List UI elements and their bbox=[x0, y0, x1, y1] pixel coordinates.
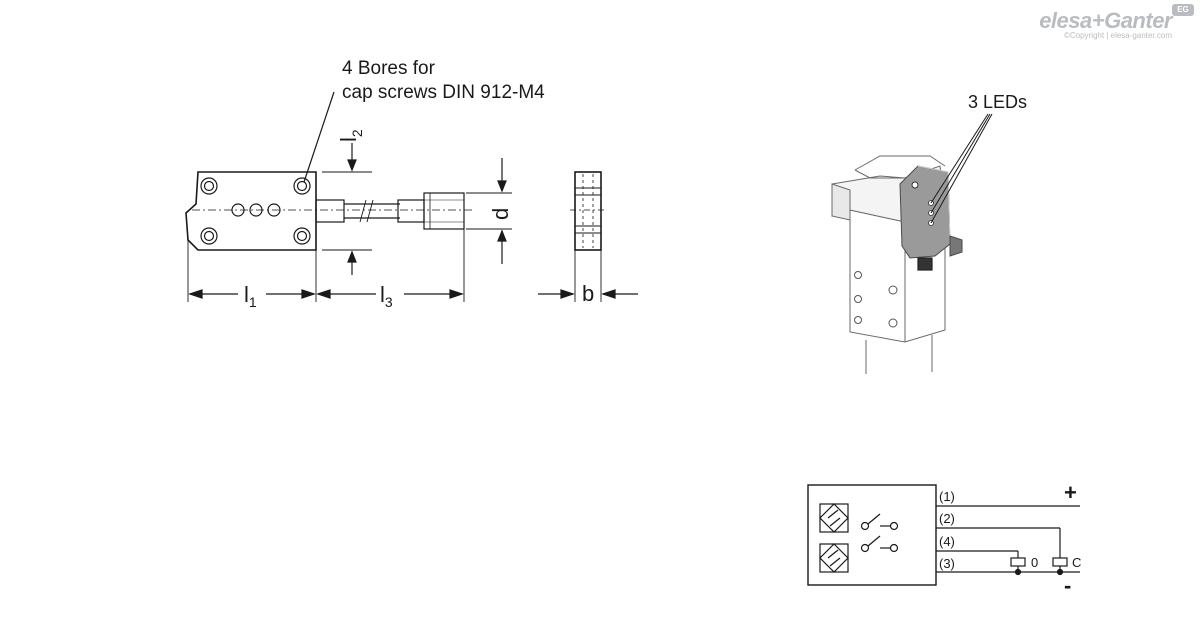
leds-label: 3 LEDs bbox=[968, 92, 1027, 112]
plus-label: + bbox=[1064, 480, 1077, 505]
load-c-label: C bbox=[1072, 555, 1081, 570]
dim-l3-subscript: 3 bbox=[385, 294, 393, 310]
sensor-symbol-2 bbox=[819, 535, 899, 573]
bores-note-line1: 4 Bores for bbox=[342, 58, 436, 79]
brand-badge: EG bbox=[1172, 4, 1194, 16]
dimension-l1-l3: l1 l3 bbox=[187, 229, 465, 310]
brand-name: elesa+Ganter bbox=[1039, 8, 1172, 33]
leds-leader-lines bbox=[930, 113, 993, 224]
dim-l3-label: l bbox=[380, 282, 385, 307]
load-0-label: 0 bbox=[1031, 555, 1038, 570]
dimension-b: b bbox=[538, 250, 638, 306]
dimension-d: d bbox=[466, 158, 513, 264]
pin-1-label: (1) bbox=[939, 489, 955, 504]
sensor-top-view bbox=[185, 171, 474, 251]
bores-note-line2: cap screws DIN 912-M4 bbox=[342, 82, 545, 103]
dim-l2-label: l bbox=[336, 137, 361, 142]
sensor-symbol-1 bbox=[819, 503, 899, 533]
dim-b-label: b bbox=[582, 281, 594, 306]
dim-l1-label: l bbox=[244, 282, 249, 307]
brand-copyright: ©Copyright | elesa-ganter.com bbox=[1063, 31, 1172, 40]
dim-l2-subscript: 2 bbox=[349, 129, 365, 137]
dimension-l2: l2 bbox=[322, 129, 372, 275]
svg-text:l1: l1 bbox=[244, 282, 257, 310]
dim-l1-subscript: 1 bbox=[249, 294, 257, 310]
wiring-diagram: (1) (2) (4) (3) + - 0 C bbox=[807, 480, 1081, 598]
svg-text:l3: l3 bbox=[380, 282, 393, 310]
pin-4-label: (4) bbox=[939, 534, 955, 549]
sensor-cable bbox=[315, 192, 465, 230]
brand-logo: elesa+Ganter ©Copyright | elesa-ganter.c… bbox=[1039, 8, 1172, 40]
pin-2-label: (2) bbox=[939, 511, 955, 526]
sensor-3d bbox=[899, 165, 963, 271]
bores-leader-line bbox=[303, 91, 335, 183]
dim-d-label: d bbox=[488, 208, 513, 220]
bore-holes bbox=[200, 177, 311, 245]
svg-text:l2: l2 bbox=[336, 129, 365, 142]
pin-3-label: (3) bbox=[939, 556, 955, 571]
sensor-side-view bbox=[570, 171, 606, 251]
minus-label: - bbox=[1064, 573, 1071, 598]
